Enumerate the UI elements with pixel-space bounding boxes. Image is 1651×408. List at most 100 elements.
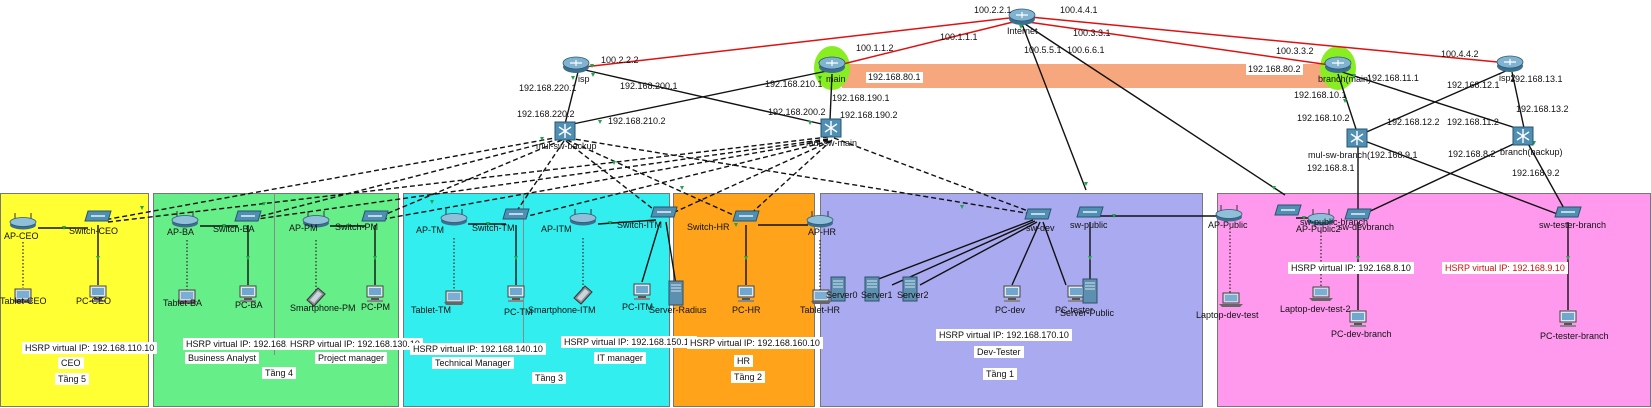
pc-itm-icon[interactable] — [632, 283, 652, 301]
pc-tester-branch-icon[interactable] — [1558, 310, 1578, 328]
floor-ceo: Tầng 5 — [55, 373, 90, 385]
state-marker — [960, 205, 964, 209]
link-branch-branch-backup — [1341, 71, 1523, 131]
router-internet-icon[interactable] — [1008, 8, 1036, 26]
label-pc-dev: PC-dev — [995, 305, 1026, 315]
link-branch-mul-sw-branch — [1337, 73, 1357, 130]
switch-ba-icon[interactable] — [234, 210, 262, 222]
link-sw-dev-server1 — [891, 220, 1036, 286]
label-switch-hr: Switch-HR — [687, 222, 730, 232]
smartphone-pm-icon[interactable] — [306, 287, 326, 307]
switch-public-icon[interactable] — [1076, 206, 1104, 218]
link-isp2-mul-sw-branch — [1361, 69, 1509, 135]
router-branch-main-icon[interactable] — [1324, 56, 1352, 74]
pc-ba-icon[interactable] — [238, 285, 258, 303]
access-point-ceo-icon[interactable] — [8, 212, 38, 230]
state-marker — [590, 64, 594, 68]
hsrp-dev: HSRP virtual IP: 192.168.170.10 — [936, 329, 1072, 341]
router-isp2-icon[interactable] — [1496, 55, 1524, 73]
switch-dev-icon[interactable] — [1024, 208, 1052, 220]
state-marker — [346, 224, 350, 228]
label-server-radius: Server-Radius — [649, 305, 707, 315]
access-point-hr-icon[interactable] — [805, 210, 835, 228]
label-mul-sw-backup: mul-sw-backup — [536, 141, 597, 151]
label-switch-itm: Switch-ITM — [617, 220, 662, 230]
wireless-links — [22, 228, 1322, 302]
switch-itm-icon[interactable] — [650, 206, 678, 218]
tablet-hr-icon[interactable] — [810, 289, 832, 305]
router-isp-icon[interactable] — [562, 56, 590, 74]
state-marker — [1566, 256, 1570, 260]
switch-pm-icon[interactable] — [361, 210, 389, 222]
solid-links — [38, 23, 1569, 310]
access-point-public-icon[interactable] — [1214, 204, 1244, 222]
label-ap-ceo: AP-CEO — [4, 231, 39, 241]
switch-ceo-icon[interactable] — [84, 210, 112, 222]
state-marker — [514, 256, 518, 260]
multilayer-switch-branch-backup-icon[interactable] — [1512, 126, 1534, 146]
server0-icon[interactable] — [830, 276, 846, 302]
access-point-ba-icon[interactable] — [170, 210, 200, 228]
pc-pm-icon[interactable] — [365, 285, 385, 303]
server-radius-icon[interactable] — [668, 280, 684, 306]
state-marker — [1356, 256, 1360, 260]
pc-dev-branch-icon[interactable] — [1348, 310, 1368, 328]
state-marker — [246, 256, 250, 260]
pc-dev-icon[interactable] — [1002, 285, 1022, 303]
label-server0: Server0 — [826, 290, 858, 300]
multilayer-switch-backup-icon[interactable] — [554, 121, 576, 141]
ip-192-168-12-1: 192.168.12.1 — [1447, 80, 1500, 90]
label-tablet-ba: Tablet-BA — [163, 298, 203, 308]
pc-ceo-icon[interactable] — [88, 285, 108, 303]
state-marker — [1343, 99, 1347, 103]
state-marker — [486, 222, 490, 226]
tablet-tm-icon[interactable] — [443, 290, 465, 306]
access-point-itm-icon[interactable] — [568, 208, 598, 226]
laptop-dev-test-icon[interactable] — [1218, 292, 1244, 308]
label-main: main — [826, 74, 846, 84]
multilayer-switch-main-icon[interactable] — [820, 118, 842, 138]
access-point-tm-icon[interactable] — [439, 208, 469, 226]
link-sw-dev-server2 — [919, 221, 1038, 286]
label-ap-public: AP-Public — [1208, 220, 1248, 230]
state-marker — [1084, 182, 1088, 186]
server2-icon[interactable] — [902, 276, 918, 302]
state-marker — [222, 224, 226, 228]
tablet-ceo-icon[interactable] — [12, 288, 34, 304]
label-pc-ceo: PC-CEO — [76, 296, 112, 306]
switch-tester-branch-icon[interactable] — [1554, 206, 1582, 218]
ip-192-168-80-2: 192.168.80.2 — [1246, 64, 1303, 75]
state-marker — [591, 73, 595, 77]
ip-100-3-3-1: 100.3.3.1 — [1073, 28, 1111, 38]
pc-hr-icon[interactable] — [736, 285, 756, 303]
laptop-dev-test-2-icon[interactable] — [1308, 286, 1334, 302]
ip-192-168-10-2: 192.168.10.2 — [1297, 113, 1350, 123]
router-main-icon[interactable] — [818, 56, 846, 74]
dept-dev: Dev-Tester — [974, 346, 1024, 358]
switch-devbranch-icon[interactable] — [1344, 208, 1372, 220]
ip-192-168-13-1: 192.168.13.1 — [1510, 74, 1563, 84]
multilayer-switch-branch-icon[interactable] — [1346, 128, 1368, 148]
trunk-links — [103, 136, 1037, 223]
switch-hr-icon[interactable] — [732, 210, 760, 222]
floor-4: Tầng 4 — [262, 367, 297, 379]
wan-links — [583, 16, 1509, 68]
pc-tm-icon[interactable] — [506, 285, 526, 303]
dept-hr: HR — [734, 355, 753, 367]
trunk-main-pm — [377, 139, 829, 221]
server-public-icon[interactable] — [1082, 278, 1098, 304]
access-point-pm-icon[interactable] — [301, 210, 331, 228]
label-tablet-ceo: Tablet-CEO — [0, 296, 47, 306]
label-sw-dev: sw-dev — [1026, 223, 1055, 233]
smartphone-itm-icon[interactable] — [573, 285, 593, 305]
server1-icon[interactable] — [864, 276, 880, 302]
switch-tm-icon[interactable] — [502, 208, 530, 220]
access-point-public2-icon[interactable] — [1306, 208, 1336, 226]
tablet-ba-icon[interactable] — [176, 289, 198, 305]
label-mul-sw-branch: mul-sw-branch(192.168.9.1 — [1308, 150, 1418, 160]
hsrp-pm: HSRP virtual IP: 192.168.130.10 — [287, 338, 423, 350]
label-smartphone-itm: Smartphone-ITM — [528, 305, 596, 315]
ip-192-168-190-1: 192.168.190.1 — [832, 93, 890, 103]
switch-public-branch-icon[interactable] — [1274, 204, 1302, 216]
label-tablet-tm: Tablet-TM — [411, 305, 452, 315]
